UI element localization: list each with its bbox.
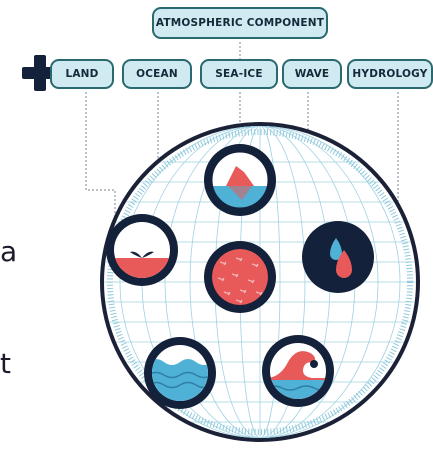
ocean-label: OCEAN: [122, 59, 192, 89]
land-icon: [106, 214, 178, 286]
land-label: LAND: [50, 59, 114, 89]
hydrology-label: HYDROLOGY: [347, 59, 433, 89]
sea-ice-label: SEA-ICE: [200, 59, 278, 89]
raindrops-icon: [302, 221, 374, 293]
ocean-icon: [144, 337, 216, 409]
iceberg-icon: [204, 144, 276, 216]
wave-icon: [262, 335, 334, 407]
side-text-t: t: [0, 347, 11, 380]
wave-label: WAVE: [282, 59, 342, 89]
plus-symbol: [22, 55, 58, 91]
atmospheric-component-label: ATMOSPHERIC COMPONENT: [152, 7, 328, 39]
side-text-a: a: [0, 235, 18, 268]
atmosphere-wind-icon: [204, 241, 276, 313]
